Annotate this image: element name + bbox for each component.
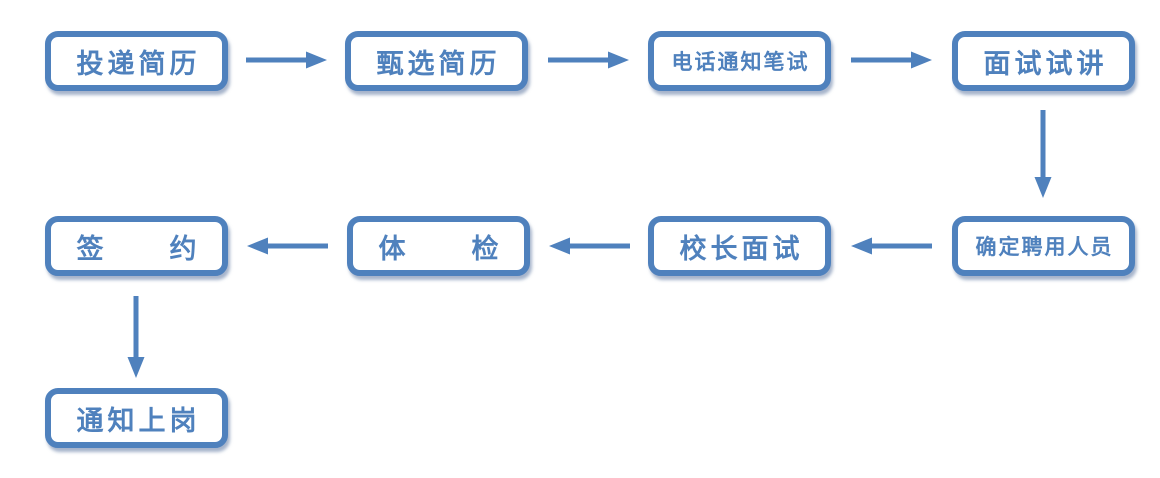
arrow-down-icon <box>1033 110 1053 198</box>
arrow-right-icon <box>548 50 629 70</box>
arrow-left-icon <box>247 236 328 256</box>
flow-node-submit-resume: 投递简历 <box>45 31 228 91</box>
flow-node-phone-notify-written-test: 电话通知笔试 <box>648 31 831 91</box>
arrow-right-icon <box>246 50 327 70</box>
flow-node-notify-onboarding: 通知上岗 <box>45 388 228 448</box>
arrow-right-icon <box>851 50 932 70</box>
arrow-left-icon <box>549 236 630 256</box>
flow-node-screen-resume: 甄选简历 <box>345 31 528 91</box>
arrow-left-icon <box>851 236 932 256</box>
flow-node-physical-exam: 体 检 <box>347 216 530 276</box>
flow-node-principal-interview: 校长面试 <box>648 216 831 276</box>
flow-node-confirm-hires: 确定聘用人员 <box>952 216 1135 276</box>
flow-node-interview-trial-lecture: 面试试讲 <box>952 31 1135 91</box>
arrow-down-icon <box>126 296 146 378</box>
flow-node-sign-contract: 签 约 <box>45 216 228 276</box>
